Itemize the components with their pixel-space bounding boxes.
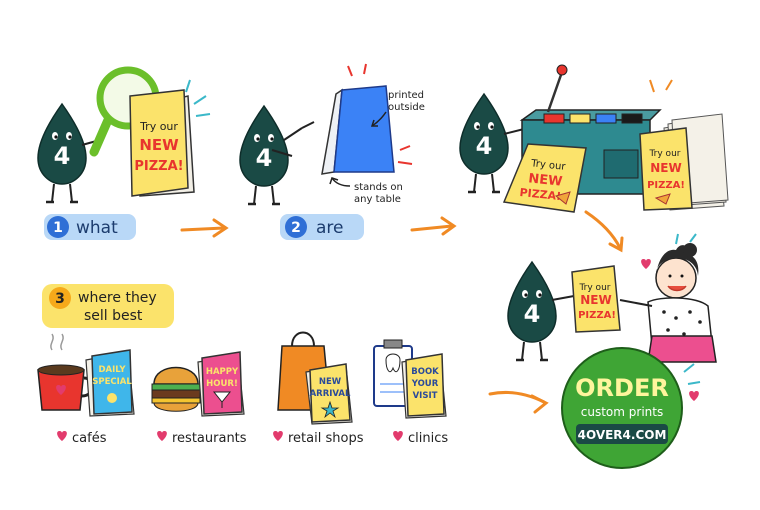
stack-line-2: NEW [650, 161, 681, 175]
pizza-print-output: Try our NEW PIZZA! [502, 143, 587, 213]
stack-line-3: PIZZA! [647, 180, 685, 191]
print-line-1: Try our [530, 158, 567, 173]
heart-icon [689, 391, 699, 401]
mascot-handover: 4 [506, 260, 575, 362]
venue-sign-line-2: SPECIAL [92, 377, 132, 387]
order-badge[interactable]: ORDER custom prints 4OVER4.COM [561, 347, 701, 469]
blank-blue-sign [321, 63, 413, 175]
step-3-text-line-1: where they [78, 290, 157, 306]
sign-line-3: PIZZA! [134, 159, 183, 174]
sun-icon [107, 393, 117, 403]
step-1-number: 1 [53, 220, 63, 236]
mascot-number: 4 [256, 144, 273, 172]
venue-label: restaurants [172, 431, 247, 446]
cta-order: ORDER [575, 374, 669, 402]
sign-line-2: NEW [139, 136, 179, 154]
venue-label: retail shops [288, 431, 364, 446]
step-3-text-line-2: sell best [84, 308, 143, 324]
stack-line-1: Try our [649, 149, 681, 159]
note-stands-on-table: stands on any table [329, 177, 403, 205]
step-1-label: 1 what [44, 214, 136, 240]
heart-icon [641, 259, 651, 269]
venue-clinics: BOOK YOUR VISIT [373, 339, 447, 419]
step-3-number: 3 [55, 291, 65, 307]
print-line-3: PIZZA! [519, 186, 562, 203]
tooth-icon [385, 353, 401, 373]
printed-sign-stack: Try our NEW PIZZA! [639, 79, 729, 211]
sign-line-1: Try our [139, 120, 178, 133]
venue-sign-line-3: VISIT [413, 391, 438, 401]
venue-restaurants-caption: restaurants [157, 431, 247, 446]
step-2-label: 2 are [280, 214, 364, 240]
venue-label: clinics [408, 431, 448, 446]
note-stands-line-2: any table [354, 194, 401, 205]
arrow-4 [488, 390, 549, 414]
handover-line-1: Try our [579, 283, 611, 293]
note-printed-line-1: printed [388, 90, 424, 101]
handover-sign: Try our NEW PIZZA! [571, 265, 621, 333]
mascot-pointing: 4 [238, 104, 315, 206]
venue-sign-line-2: HOUR! [206, 379, 238, 389]
venue-sign-line-1: HAPPY [206, 367, 239, 377]
venue-sign-line-1: DAILY [98, 365, 126, 375]
mascot-number: 4 [54, 142, 71, 170]
arrow-3 [584, 210, 624, 253]
step-2-number: 2 [291, 220, 301, 236]
venue-clinics-caption: clinics [393, 431, 448, 446]
venue-restaurants: HAPPY HOUR! [151, 351, 245, 417]
cta-url[interactable]: 4OVER4.COM [578, 428, 667, 442]
venue-retail: NEW ARRIVAL [277, 331, 353, 425]
cta-custom-prints: custom prints [581, 405, 663, 419]
note-stands-line-1: stands on [354, 182, 403, 193]
handover-line-3: PIZZA! [578, 310, 616, 321]
venue-sign-line-2: YOUR [411, 379, 439, 389]
cta-url-box[interactable] [576, 424, 668, 444]
step-1-text: what [76, 218, 118, 238]
star-icon [320, 400, 340, 419]
cocktail-icon [212, 391, 232, 403]
happy-customer [619, 233, 717, 363]
burger-icon [153, 366, 199, 385]
pizza-sign-1: Try our NEW PIZZA! [129, 79, 211, 197]
pizza-slice-icon [554, 191, 571, 205]
note-printed-line-2: outside [388, 102, 425, 113]
step-2-text: are [316, 218, 344, 238]
note-printed-outside: printed outside [370, 90, 425, 127]
arrow-1 [180, 218, 229, 238]
arrow-2 [410, 216, 457, 236]
venue-label: cafés [72, 431, 107, 446]
venue-cafe-caption: cafés [57, 431, 107, 446]
print-line-2: NEW [528, 171, 563, 189]
venue-sign-line-1: NEW [319, 377, 342, 387]
mascot-number: 4 [524, 300, 541, 328]
venue-cafe: DAILY SPECIAL [37, 333, 135, 417]
handover-line-2: NEW [580, 293, 611, 307]
step-3-label: 3 where they sell best [42, 284, 174, 328]
venue-retail-caption: retail shops [273, 431, 364, 446]
venue-sign-line-1: BOOK [411, 367, 439, 377]
venue-sign-line-2: ARRIVAL [310, 389, 351, 399]
mascot-number: 4 [476, 132, 493, 160]
